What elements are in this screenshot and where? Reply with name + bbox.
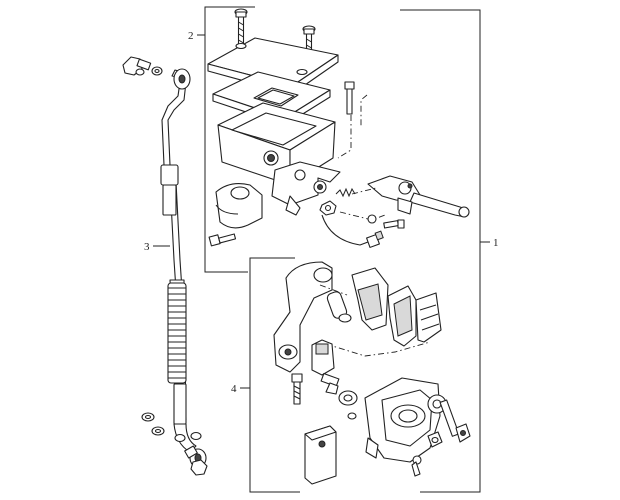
pad-spring-clip — [415, 292, 442, 343]
brake-lever — [367, 175, 470, 218]
handlebar-clamp — [215, 183, 263, 229]
brake-pad-left — [351, 267, 389, 331]
caliper-seals — [338, 390, 358, 420]
brake-pad-right — [387, 285, 417, 347]
bleeder-nipple — [320, 372, 340, 395]
ref-label-1: 1 — [493, 237, 499, 249]
caliper-mount-bolt — [291, 373, 303, 405]
caliper-bracket — [273, 261, 333, 373]
brake-light-switch — [321, 214, 384, 248]
banjo-bolt-bottom — [184, 445, 208, 476]
master-cylinder-body — [217, 102, 341, 216]
caliper-body — [364, 377, 447, 463]
group-4-bracket — [240, 257, 300, 493]
caliper-pin-clip — [311, 339, 335, 376]
switch-screw — [367, 214, 405, 229]
group-2-bracket — [197, 6, 255, 273]
lever-spring — [335, 183, 413, 198]
sealing-washers-bottom — [141, 412, 202, 443]
ref-label-3: 3 — [144, 241, 150, 253]
clamp-bolt — [208, 233, 237, 247]
group-1-bracket — [400, 9, 490, 493]
slide-pin-boot — [326, 291, 352, 323]
ref-label-4: 4 — [231, 383, 237, 395]
sealing-washers-top — [135, 66, 163, 76]
lever-pivot-bolt — [344, 81, 355, 115]
hose-ribbed-sleeve — [167, 282, 187, 384]
bleeder-screw-cap — [427, 431, 443, 448]
cap-screw-right — [302, 25, 316, 63]
small-nut-hex — [319, 200, 337, 216]
small-dust-cap — [411, 455, 422, 477]
caliper-slide-bolt — [439, 399, 471, 443]
ref-label-2: 2 — [188, 30, 194, 42]
cap-screw-left — [234, 8, 248, 46]
pad-retaining-block — [304, 425, 337, 485]
